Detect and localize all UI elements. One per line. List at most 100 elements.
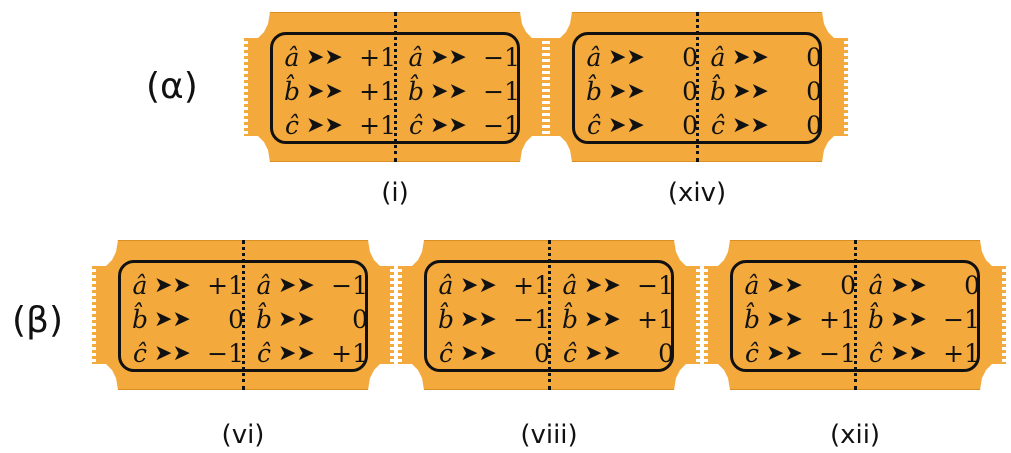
entry-value: −1 <box>943 304 980 334</box>
ticket-perforation-line <box>394 12 397 162</box>
double-arrow-icon: ➤➤ <box>766 340 803 366</box>
entry-value: +1 <box>359 42 396 72</box>
entry-value: −1 <box>483 76 520 106</box>
ticket-entry-left: â➤➤0 <box>580 40 698 74</box>
ticket-caption: (xiv) <box>667 178 727 208</box>
entry-variable: b̂ <box>709 76 726 106</box>
ticket-entry-right: b̂➤➤−1 <box>402 74 520 108</box>
double-arrow-icon: ➤➤ <box>584 272 621 298</box>
double-arrow-icon: ➤➤ <box>608 112 645 138</box>
double-arrow-icon: ➤➤ <box>890 272 927 298</box>
ticket-perforation-line <box>854 240 857 390</box>
double-arrow-icon: ➤➤ <box>732 112 769 138</box>
double-arrow-icon: ➤➤ <box>732 44 769 70</box>
double-arrow-icon: ➤➤ <box>278 340 315 366</box>
entry-variable: ĉ <box>586 110 601 140</box>
ticket-entry-left: ĉ ➤➤ 0 <box>580 108 698 142</box>
double-arrow-icon: ➤➤ <box>278 306 315 332</box>
entry-variable: b̂ <box>407 76 424 106</box>
entry-value: 0 <box>806 42 822 72</box>
ticket-caption: (xii) <box>829 420 881 450</box>
ticket-entry-left: ĉ➤➤+1 <box>278 108 396 142</box>
entry-value: 0 <box>682 110 698 140</box>
entry-value: −1 <box>513 304 550 334</box>
double-arrow-icon: ➤➤ <box>460 272 497 298</box>
double-arrow-icon: ➤➤ <box>460 340 497 366</box>
entry-value: −1 <box>483 110 520 140</box>
ticket-entry-right: â➤➤0 <box>862 268 980 302</box>
entry-value: 0 <box>806 110 822 140</box>
entry-variable: â <box>132 270 148 300</box>
ticket-entry-left: â➤➤+1 <box>432 268 550 302</box>
entry-value: 0 <box>806 76 822 106</box>
entry-value: +1 <box>637 304 674 334</box>
entry-variable: â <box>744 270 760 300</box>
entry-variable: b̂ <box>561 304 578 334</box>
double-arrow-icon: ➤➤ <box>306 44 343 70</box>
ticket-entry-left: b̂➤➤ −1 <box>432 302 550 336</box>
entry-value: −1 <box>819 338 856 368</box>
ticket-entry-right: â➤➤ −1 <box>250 268 368 302</box>
entry-variable: â <box>868 270 884 300</box>
entry-value: −1 <box>637 270 674 300</box>
ticket-entry-right: ĉ➤➤−1 <box>402 108 520 142</box>
ticket-entry-right: b̂➤➤ +1 <box>556 302 674 336</box>
entry-value: +1 <box>331 338 368 368</box>
entry-value: +1 <box>513 270 550 300</box>
entry-variable: b̂ <box>867 304 884 334</box>
ticket-entry-left: b̂➤➤+1 <box>278 74 396 108</box>
ticket-entry-right: b̂➤➤ 0 <box>250 302 368 336</box>
entry-variable: â <box>562 270 578 300</box>
double-arrow-icon: ➤➤ <box>608 78 645 104</box>
ticket-caption: (vi) <box>221 420 265 450</box>
double-arrow-icon: ➤➤ <box>608 44 645 70</box>
entry-variable: â <box>586 42 602 72</box>
ticket-entry-left: b̂➤➤0 <box>126 302 244 336</box>
ticket-entry-right: ĉ➤➤0 <box>556 336 674 370</box>
ticket-perforation-line <box>696 12 699 162</box>
ticket-entry-left: â➤➤+1 <box>278 40 396 74</box>
ticket-caption: (viii) <box>520 420 578 450</box>
entry-variable: ĉ <box>710 110 725 140</box>
entry-variable: b̂ <box>585 76 602 106</box>
double-arrow-icon: ➤➤ <box>584 340 621 366</box>
entry-value: −1 <box>483 42 520 72</box>
ticket-perforation-line <box>242 240 245 390</box>
entry-variable: ĉ <box>408 110 423 140</box>
entry-variable: ĉ <box>132 338 147 368</box>
entry-variable: b̂ <box>255 304 272 334</box>
ticket-entry-left: ĉ➤➤−1 <box>738 336 856 370</box>
entry-value: −1 <box>331 270 368 300</box>
entry-value: +1 <box>943 338 980 368</box>
double-arrow-icon: ➤➤ <box>154 340 191 366</box>
entry-variable: â <box>710 42 726 72</box>
double-arrow-icon: ➤➤ <box>278 272 315 298</box>
entry-variable: ĉ <box>256 338 271 368</box>
ticket-caption: (i) <box>381 178 409 208</box>
ticket-entry-right: â➤➤ −1 <box>556 268 674 302</box>
double-arrow-icon: ➤➤ <box>430 44 467 70</box>
entry-variable: ĉ <box>562 338 577 368</box>
double-arrow-icon: ➤➤ <box>306 78 343 104</box>
row-label-beta: (β) <box>12 300 64 341</box>
double-arrow-icon: ➤➤ <box>460 306 497 332</box>
ticket-entry-left: ĉ➤➤−1 <box>126 336 244 370</box>
ticket-entry-right: ĉ➤➤+1 <box>862 336 980 370</box>
entry-variable: â <box>256 270 272 300</box>
entry-variable: ĉ <box>868 338 883 368</box>
entry-variable: b̂ <box>437 304 454 334</box>
ticket-perforation-line <box>548 240 551 390</box>
entry-variable: ĉ <box>438 338 453 368</box>
entry-value: 0 <box>352 304 368 334</box>
ticket-entry-right: ĉ ➤➤ 0 <box>704 108 822 142</box>
entry-value: +1 <box>359 110 396 140</box>
entry-value: 0 <box>682 76 698 106</box>
double-arrow-icon: ➤➤ <box>584 306 621 332</box>
ticket-entry-right: â➤➤−1 <box>402 40 520 74</box>
entry-variable: b̂ <box>283 76 300 106</box>
ticket-entry-left: b̂➤➤ 0 <box>580 74 698 108</box>
entry-value: 0 <box>534 338 550 368</box>
ticket-entry-left: b̂➤➤+1 <box>738 302 856 336</box>
